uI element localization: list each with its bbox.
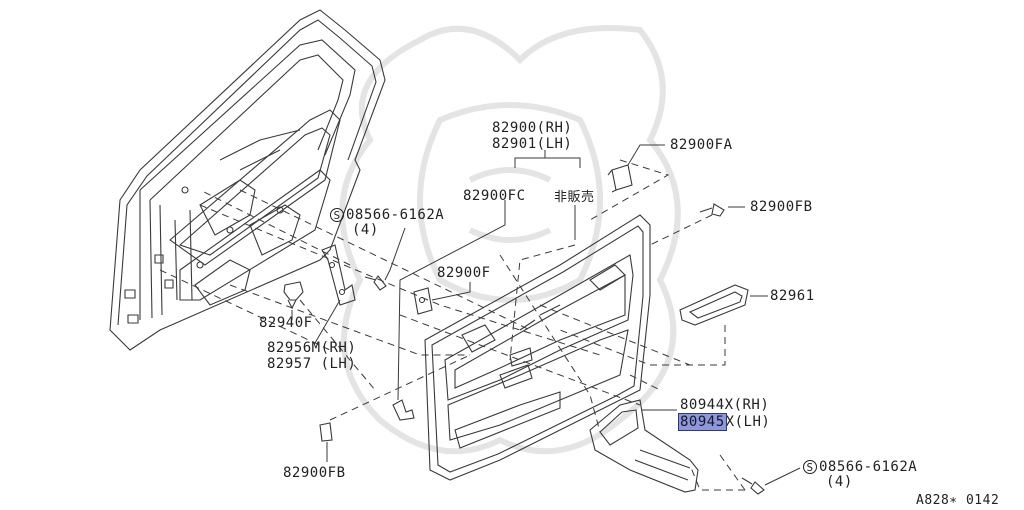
label-80945x-suffix: X(LH) — [725, 414, 771, 430]
clip-82940f — [284, 282, 303, 308]
screw-symbol-icon: S — [330, 208, 344, 222]
armrest-80944x — [590, 400, 698, 492]
label-80944x-rh: 80944X(RH) — [680, 397, 770, 413]
label-82961: 82961 — [770, 288, 815, 304]
label-82940f: 82940F — [259, 315, 313, 331]
screw-bottom-part-number: 08566-6162A — [819, 459, 918, 475]
bracket-82956m — [322, 245, 355, 305]
door-trim-panel — [425, 215, 650, 480]
label-82900fc: 82900FC — [463, 188, 526, 204]
label-82900fa: 82900FA — [670, 137, 733, 153]
label-82900fb-top: 82900FB — [750, 199, 813, 215]
assembly-guide-lines — [160, 160, 745, 490]
screw-top — [365, 276, 386, 290]
fastener-82900fc — [393, 400, 414, 420]
label-82900-rh: 82900(RH) — [492, 120, 573, 136]
label-82900fb-bottom: 82900FB — [283, 465, 346, 481]
diagram-reference-code: A828∗ 0142 — [916, 493, 1000, 508]
pull-handle-82961 — [680, 285, 748, 325]
label-82957-lh: 82957 (LH) — [267, 356, 357, 372]
screw-82900fb-top — [700, 204, 724, 216]
label-82900f: 82900F — [437, 265, 491, 281]
clip-82900fb-bottom — [320, 423, 332, 441]
label-screw-top-qty: (4) — [352, 222, 379, 238]
label-82901-lh: 82901(LH) — [492, 136, 573, 152]
screw-bottom — [742, 478, 764, 494]
label-screw-bottom-qty: (4) — [826, 474, 853, 490]
highlighted-part-80945[interactable]: 80945 — [678, 413, 727, 431]
watermark-emblem — [342, 28, 678, 451]
label-80945x-lh: 80945X(LH) — [678, 413, 771, 431]
label-not-for-sale: 非販売 — [554, 190, 595, 205]
door-shell — [110, 10, 385, 350]
screw-top-part-number: 08566-6162A — [346, 207, 445, 223]
screw-symbol-icon: S — [803, 460, 817, 474]
bracket-82900f — [414, 288, 432, 314]
clip-82900fa — [608, 165, 632, 192]
leader-lines — [292, 145, 800, 485]
label-82956m-rh: 82956M(RH) — [267, 340, 357, 356]
